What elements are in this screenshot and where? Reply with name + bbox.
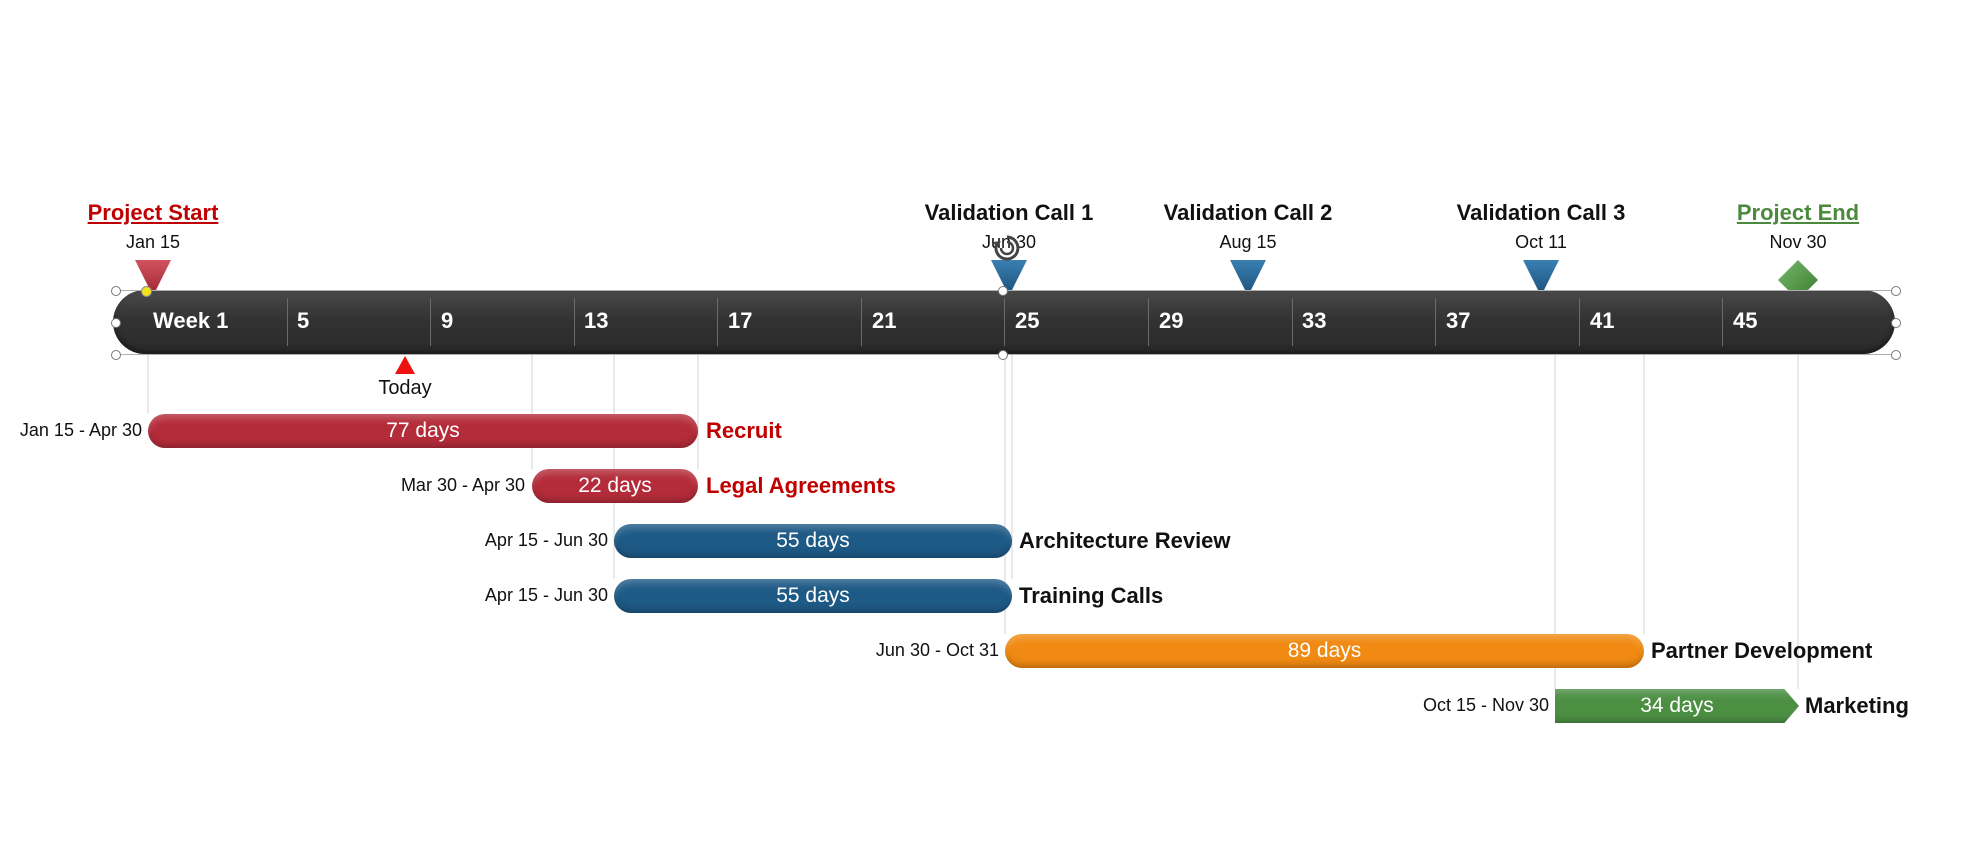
task-date-range: Jun 30 - Oct 31 xyxy=(875,640,999,660)
timescale-label: 33 xyxy=(1302,308,1327,333)
timescale-label: 17 xyxy=(728,308,753,333)
task-duration: 77 days xyxy=(386,419,460,442)
milestone-triangle-icon[interactable] xyxy=(1521,258,1561,298)
task-date-range: Mar 30 - Apr 30 xyxy=(400,475,525,495)
timescale-label: 21 xyxy=(872,308,897,333)
milestone-date-validation-call-2: Aug 15 xyxy=(1219,232,1277,252)
resize-handle[interactable] xyxy=(111,318,121,328)
task-name[interactable]: Training Calls xyxy=(1019,583,1164,608)
milestone-triangle-icon[interactable] xyxy=(989,258,1029,298)
task-duration: 34 days xyxy=(1640,694,1714,717)
resize-handle[interactable] xyxy=(111,286,121,296)
timescale-divider xyxy=(1292,298,1293,346)
resize-handle[interactable] xyxy=(1891,286,1901,296)
resize-handle[interactable] xyxy=(111,350,121,360)
timescale-divider xyxy=(430,298,431,346)
task-duration: 22 days xyxy=(578,474,652,497)
task-bar-recruit[interactable]: 77 days xyxy=(148,414,698,448)
timescale-label: 13 xyxy=(584,308,609,333)
task-date-range: Jan 15 - Apr 30 xyxy=(19,420,142,440)
task-date-range: Apr 15 - Jun 30 xyxy=(484,585,608,605)
task-bar-partner-development[interactable]: 89 days xyxy=(1005,634,1644,668)
timescale-divider xyxy=(861,298,862,346)
timescale-label: 29 xyxy=(1159,308,1184,333)
task-duration: 55 days xyxy=(776,529,850,552)
milestone-title-project-end[interactable]: Project End xyxy=(1736,200,1860,225)
milestone-triangle-icon[interactable] xyxy=(133,258,173,298)
timescale-divider xyxy=(1004,298,1005,346)
task-name[interactable]: Recruit xyxy=(706,418,782,443)
milestone-date-project-end: Nov 30 xyxy=(1769,232,1827,252)
resize-handle[interactable] xyxy=(998,350,1008,360)
anchor-handle[interactable] xyxy=(141,286,152,297)
timescale-divider xyxy=(287,298,288,346)
resize-handle[interactable] xyxy=(1891,350,1901,360)
timescale-divider xyxy=(1579,298,1580,346)
task-name[interactable]: Marketing xyxy=(1805,693,1909,718)
task-name[interactable]: Architecture Review xyxy=(1019,528,1231,553)
milestone-title-validation-call-1[interactable]: Validation Call 1 xyxy=(924,200,1094,225)
timescale-divider xyxy=(1435,298,1436,346)
resize-handle[interactable] xyxy=(998,286,1008,296)
today-marker-icon[interactable] xyxy=(394,355,416,380)
milestone-title-project-start[interactable]: Project Start xyxy=(87,200,219,225)
task-name[interactable]: Partner Development xyxy=(1651,638,1873,663)
timescale-divider xyxy=(717,298,718,346)
task-bar-legal-agreements[interactable]: 22 days xyxy=(532,469,698,503)
timescale-label: 25 xyxy=(1015,308,1040,333)
task-duration: 89 days xyxy=(1287,639,1362,662)
task-date-range: Oct 15 - Nov 30 xyxy=(1422,695,1549,715)
today-label: Today xyxy=(378,377,432,399)
task-bar-training-calls[interactable]: 55 days xyxy=(614,579,1012,613)
timescale-divider xyxy=(1148,298,1149,346)
rotate-handle-icon[interactable] xyxy=(991,232,1023,269)
milestone-title-validation-call-3[interactable]: Validation Call 3 xyxy=(1456,200,1626,225)
task-name[interactable]: Legal Agreements xyxy=(706,473,896,498)
timescale-divider xyxy=(1722,298,1723,346)
milestone-date-validation-call-3: Oct 11 xyxy=(1515,232,1567,252)
milestone-triangle-icon[interactable] xyxy=(1228,258,1268,298)
milestone-date-project-start: Jan 15 xyxy=(125,232,181,252)
resize-handle[interactable] xyxy=(1891,318,1901,328)
task-date-range: Apr 15 - Jun 30 xyxy=(484,530,608,550)
timescale-label: 9 xyxy=(441,308,454,333)
timescale-label: 5 xyxy=(297,308,310,333)
milestone-title-validation-call-2[interactable]: Validation Call 2 xyxy=(1163,200,1333,225)
timescale-label: Week 1 xyxy=(153,308,229,333)
timescale-divider xyxy=(574,298,575,346)
task-duration: 55 days xyxy=(776,584,850,607)
timescale-label: 41 xyxy=(1590,308,1615,333)
task-bar-marketing[interactable]: 34 days xyxy=(1555,689,1799,723)
timescale-label: 37 xyxy=(1446,308,1471,333)
timescale-label: 45 xyxy=(1733,308,1758,333)
task-bar-architecture-review[interactable]: 55 days xyxy=(614,524,1012,558)
